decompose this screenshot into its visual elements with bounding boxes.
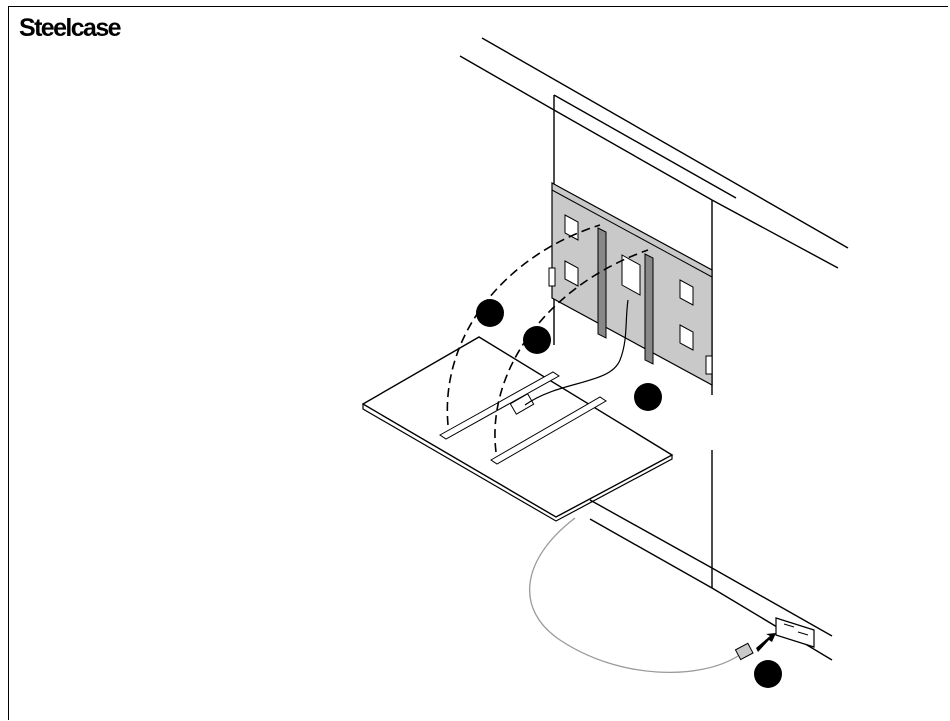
plug-in-arrow: [756, 633, 776, 652]
step-4-callout: [754, 660, 782, 688]
step-3-callout: [634, 383, 662, 411]
wall-panel: [554, 110, 832, 660]
step-1-callout: [476, 299, 504, 327]
wall-mounting-bracket: [549, 183, 712, 385]
wall-top-edges: [460, 38, 848, 268]
power-cord: [530, 518, 753, 672]
work-surface: [363, 337, 672, 521]
step-2-callout: [523, 326, 551, 354]
